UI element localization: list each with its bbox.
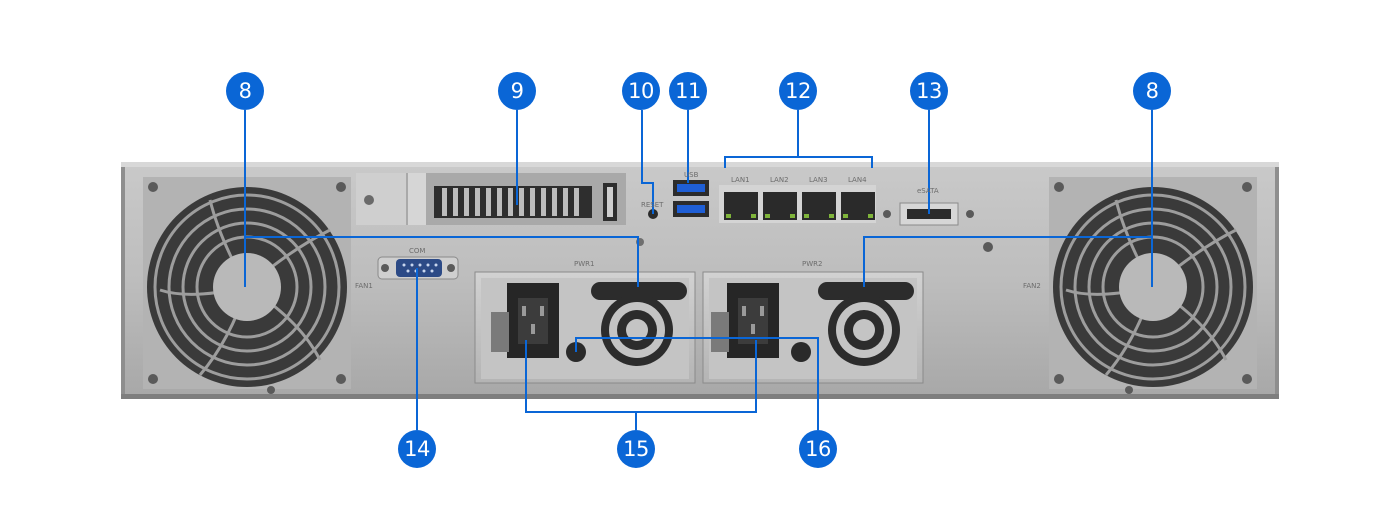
callout-power-sockets: 15 (617, 430, 655, 468)
pcie-slot (356, 173, 626, 225)
callout-power-buttons: 16 (799, 430, 837, 468)
esata-label: eSATA (917, 187, 939, 195)
fan-left (143, 177, 351, 394)
psu-2 (702, 271, 924, 384)
callout-esata: 13 (910, 72, 948, 110)
leader-fan-left-psu (245, 236, 639, 287)
leader-power-buttons (575, 337, 819, 430)
fan1-label: FAN1 (355, 282, 373, 290)
callout-fan-left: 8 (226, 72, 264, 110)
pwr1-label: PWR1 (574, 260, 595, 268)
fan2-label: FAN2 (1023, 282, 1041, 290)
leader-lines (244, 110, 1153, 430)
lan-ports (719, 185, 891, 223)
leader-power-sockets (525, 340, 757, 413)
lan1-label: LAN1 (731, 176, 750, 184)
reset-label: RESET (641, 201, 664, 209)
psu-1 (474, 271, 696, 384)
callout-fan-right: 8 (1133, 72, 1171, 110)
usb-ports (673, 180, 709, 217)
lan3-label: LAN3 (809, 176, 828, 184)
leader-reset (641, 110, 654, 214)
pwr2-label: PWR2 (802, 260, 823, 268)
lan4-label: LAN4 (848, 176, 867, 184)
callout-usb: 11 (669, 72, 707, 110)
usb-label: USB (684, 171, 699, 179)
callout-lan: 12 (779, 72, 817, 110)
leader-fan-right-psu (863, 236, 1152, 287)
callout-pcie-slot: 9 (498, 72, 536, 110)
callout-reset: 10 (622, 72, 660, 110)
lan2-label: LAN2 (770, 176, 789, 184)
com-label: COM (409, 247, 426, 255)
callout-com: 14 (398, 430, 436, 468)
